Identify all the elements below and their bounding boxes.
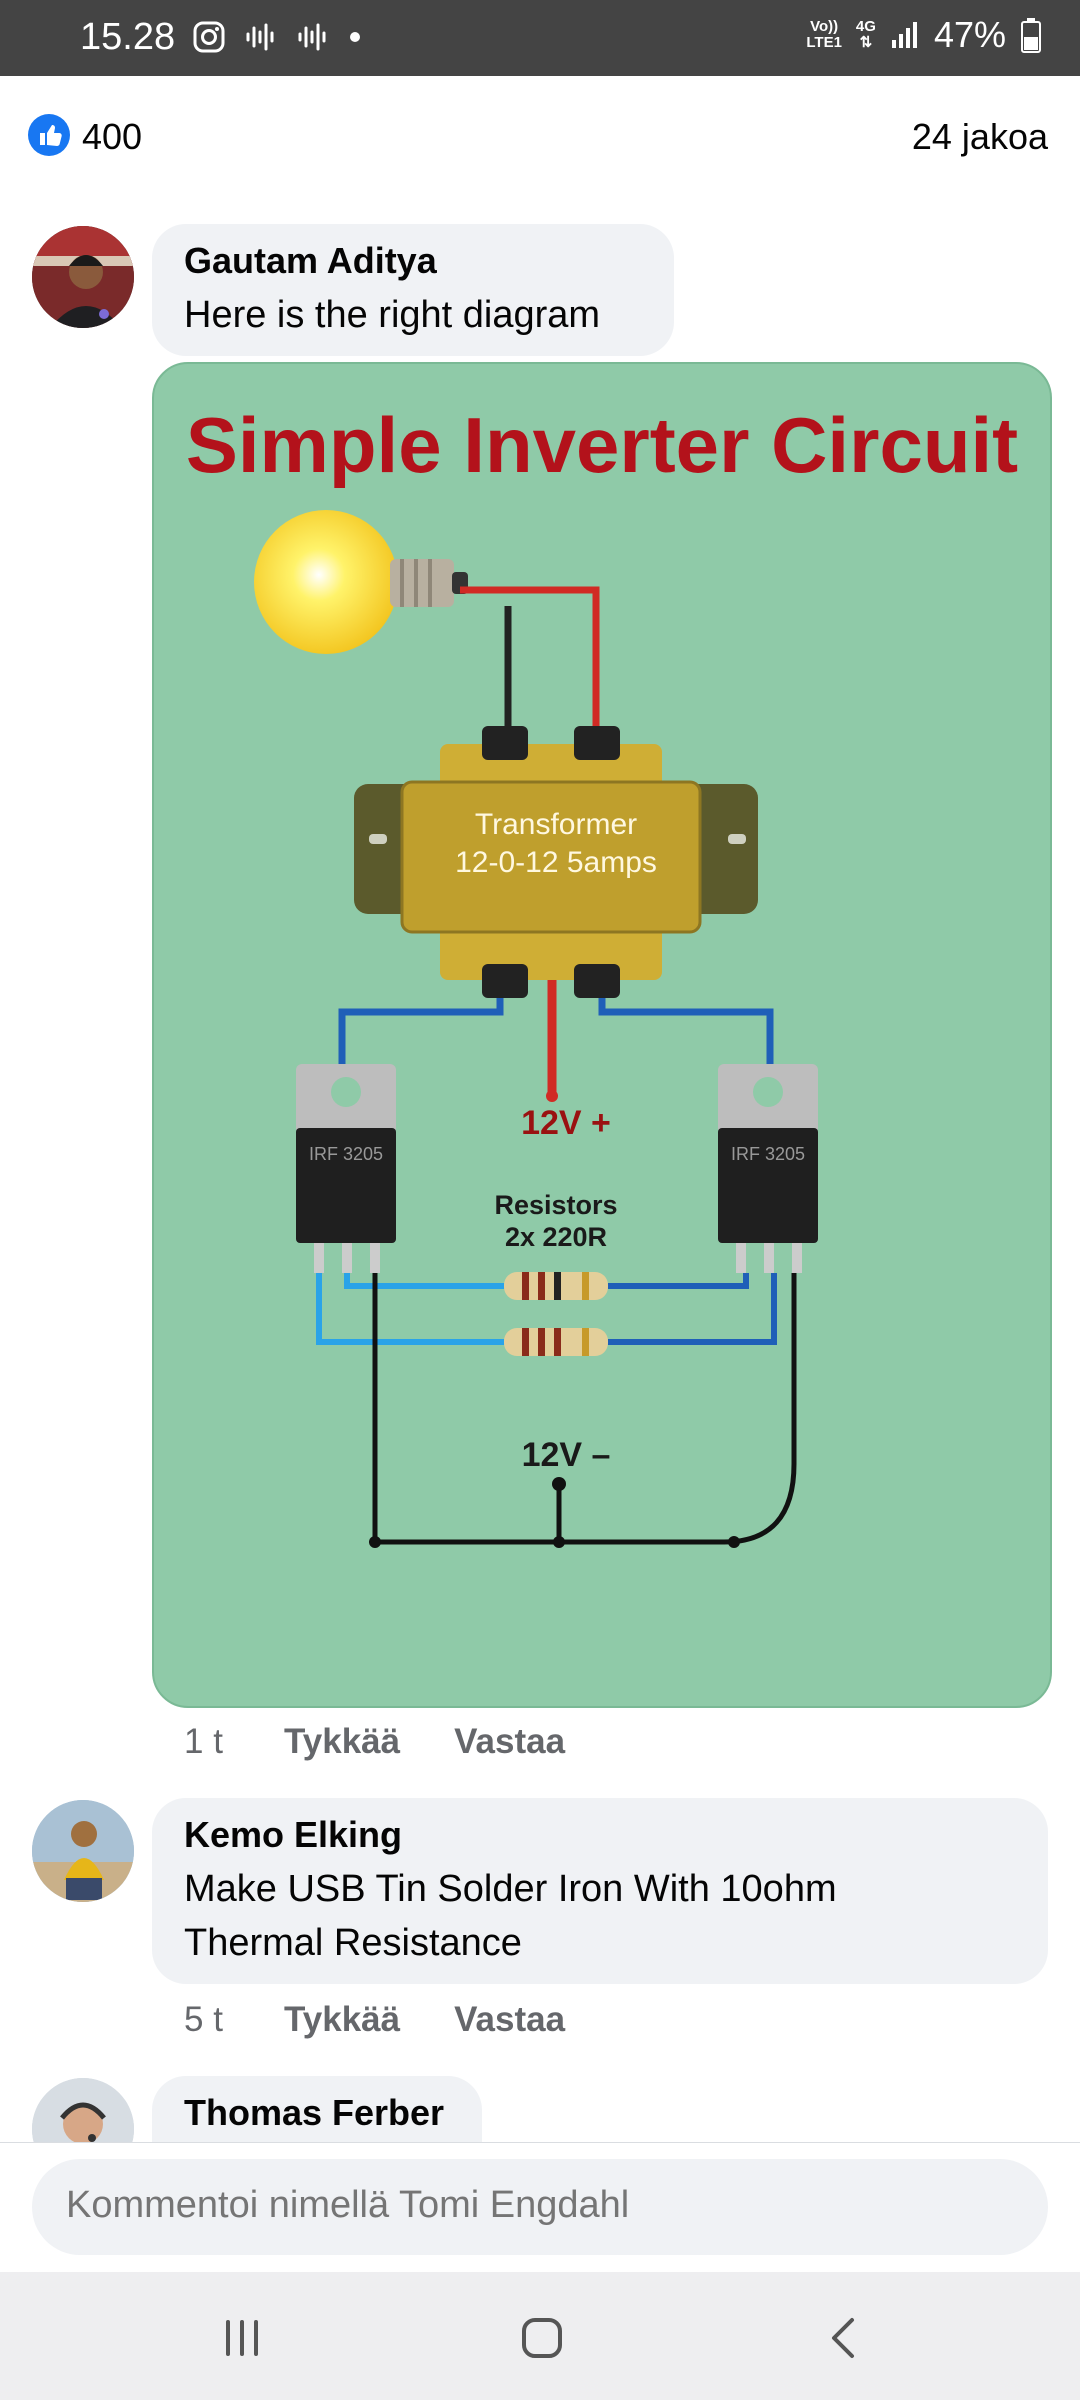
commenter-name[interactable]: Kemo Elking [184, 1814, 403, 1855]
battery-icon [1021, 18, 1041, 53]
instagram-icon [193, 21, 225, 53]
comment-text-line-2: Thermal Resistance [184, 1922, 522, 1964]
like-reaction-icon[interactable] [28, 114, 70, 156]
transformer: Transformer 12-0-12 5amps [354, 726, 758, 998]
comment-text: Here is the right diagram [184, 294, 601, 336]
comment-meta: 5 t Tykkää Vastaa [184, 2000, 619, 2040]
dot-icon [350, 32, 360, 42]
like-button[interactable]: Tykkää [284, 1722, 401, 1761]
reply-button[interactable]: Vastaa [454, 2000, 566, 2039]
like-count[interactable]: 400 [82, 116, 143, 157]
diagram-title: Simple Inverter Circuit [186, 401, 1018, 489]
mosfet-right: IRF 3205 [718, 1064, 818, 1273]
resistors-label-2: 2x 220R [505, 1222, 607, 1252]
status-time: 15.28 [80, 16, 176, 58]
avatar[interactable] [32, 1800, 134, 1902]
mosfet-left-label: IRF 3205 [309, 1144, 383, 1164]
system-navigation-bar [0, 2272, 1080, 2400]
commenter-name[interactable]: Thomas Ferber [184, 2092, 445, 2133]
notification-icons [192, 20, 362, 54]
comment-time[interactable]: 1 t [184, 1722, 223, 1761]
comment-text-line-1: Make USB Tin Solder Iron With 10ohm [184, 1868, 837, 1910]
reactions-row: 400 24 jakoa [28, 110, 1048, 160]
signal-icon [891, 22, 917, 48]
negative-label: 12V – [522, 1436, 611, 1474]
recent-apps-icon[interactable] [222, 2318, 262, 2358]
resistor-1 [504, 1272, 608, 1300]
network-type: 4G ⇅ [855, 18, 876, 51]
transformer-label-1: Transformer [475, 808, 637, 841]
comment-input[interactable] [64, 2183, 1008, 2228]
comment-composer [0, 2142, 1080, 2273]
commenter-name[interactable]: Gautam Aditya [184, 240, 437, 281]
comment-image-attachment[interactable]: Simple Inverter Circuit Transformer 12-0… [152, 362, 1052, 1708]
battery-percent: 47% [933, 14, 1006, 55]
audio-wave-icon [298, 23, 326, 51]
comment-bubble[interactable]: Gautam Aditya Here is the right diagram [152, 224, 674, 356]
status-bar: 15.28 Vo)) LTE1 4G [0, 0, 1080, 76]
comment-input-container[interactable] [32, 2159, 1048, 2255]
inverter-circuit-diagram: Simple Inverter Circuit Transformer 12-0… [186, 401, 1018, 1548]
status-right: Vo)) LTE1 4G ⇅ 47% [806, 14, 1042, 56]
comment-time[interactable]: 5 t [184, 2000, 223, 2039]
like-button[interactable]: Tykkää [284, 2000, 401, 2039]
audio-wave-icon [246, 23, 274, 51]
comment-meta: 1 t Tykkää Vastaa [184, 1722, 619, 1762]
comment-bubble[interactable]: Kemo Elking Make USB Tin Solder Iron Wit… [152, 1798, 1048, 1984]
avatar[interactable] [32, 226, 134, 328]
mosfet-left: IRF 3205 [296, 1064, 396, 1273]
home-icon[interactable] [520, 2316, 564, 2360]
reply-button[interactable]: Vastaa [454, 1722, 566, 1761]
mosfet-right-label: IRF 3205 [731, 1144, 805, 1164]
light-bulb-icon [254, 510, 468, 654]
transformer-label-2: 12-0-12 5amps [455, 846, 657, 879]
positive-label: 12V + [521, 1104, 611, 1142]
share-count[interactable]: 24 jakoa [911, 116, 1048, 157]
volte-indicator: Vo)) LTE1 [806, 18, 842, 51]
back-icon[interactable] [826, 2316, 862, 2360]
resistors-label-1: Resistors [494, 1190, 617, 1220]
resistor-2 [504, 1328, 608, 1356]
